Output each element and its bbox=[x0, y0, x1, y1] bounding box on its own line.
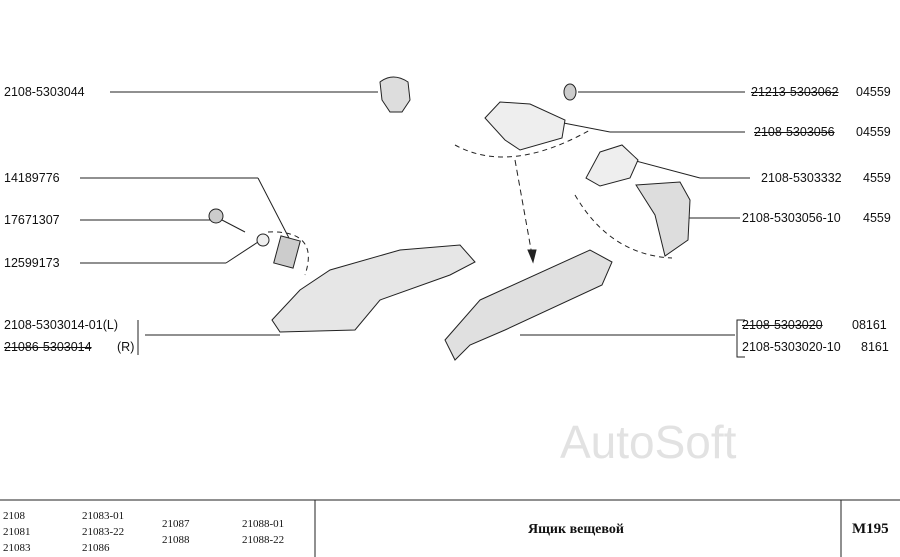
part-label: 2108-5303044 bbox=[4, 85, 85, 99]
model: 21083-22 bbox=[82, 526, 125, 538]
model: 21081 bbox=[3, 526, 31, 538]
model: 21087 bbox=[162, 518, 190, 530]
watermark: AutoSoft bbox=[560, 416, 737, 468]
part-code: 4559 bbox=[863, 211, 891, 225]
model: 2108 bbox=[3, 510, 25, 522]
part-code: 08161 bbox=[852, 318, 887, 332]
diagram-title: Ящик вещевой bbox=[528, 522, 624, 537]
model: 21083-01 bbox=[82, 510, 125, 522]
model: 21086 bbox=[82, 542, 110, 554]
part-code: 04559 bbox=[856, 125, 891, 139]
part-label: 17671307 bbox=[4, 213, 60, 227]
part-label: 2108-5303332 bbox=[761, 171, 842, 185]
part-label: 2108-5303056-10 bbox=[742, 211, 841, 225]
part-label: 14189776 bbox=[4, 171, 60, 185]
part-label: 21086-5303014 bbox=[4, 340, 92, 354]
part-label: 12599173 bbox=[4, 256, 60, 270]
part-label: 2108-5303020-10 bbox=[742, 340, 841, 354]
part-label: 2108-5303014-01(L) bbox=[4, 318, 118, 332]
diagram-code: M195 bbox=[852, 521, 889, 537]
model: 21083 bbox=[3, 542, 31, 554]
model: 21088-01 bbox=[242, 518, 285, 530]
part-label-side: (R) bbox=[117, 340, 135, 354]
part-label: 2108-5303020 bbox=[742, 318, 823, 332]
part-code: 04559 bbox=[856, 85, 891, 99]
part-code: 4559 bbox=[863, 171, 891, 185]
part-label: 21213-5303062 bbox=[751, 85, 839, 99]
part-label: 2108-5303056 bbox=[754, 125, 835, 139]
part-code: 8161 bbox=[861, 340, 889, 354]
model: 21088 bbox=[162, 534, 190, 546]
model: 21088-22 bbox=[242, 534, 285, 546]
